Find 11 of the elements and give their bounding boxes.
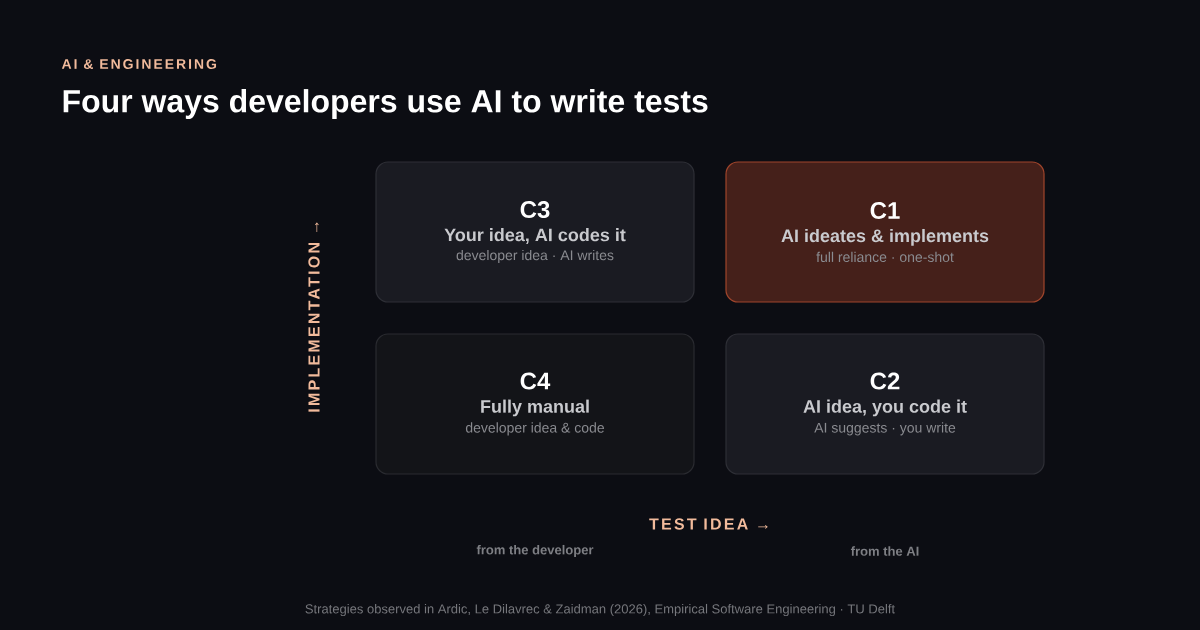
footnote: Strategies observed in Ardic, Le Dilavrec & Zaidman (2026), Empirical Software Engineering · TU Delft <box>305 603 895 617</box>
quadrant-box: C4 Fully manual developer idea & code <box>375 333 695 475</box>
quadrant-box: C2 AI idea, you code it AI suggests · you write <box>725 333 1045 475</box>
axis-end-label: from the AI <box>850 546 919 556</box>
axis-end-label: from the developer <box>476 544 594 558</box>
axis-label: TEST IDEA → <box>649 518 768 530</box>
eyebrow-label: AI & ENGINEERING <box>61 59 217 69</box>
quadrant-box: C3 Your idea, AI codes it developer idea · AI writes <box>375 161 695 303</box>
quadrant-box: C1 AI ideates & implements full reliance · one-shot <box>725 161 1045 303</box>
title: Four ways developers use AI to write tests <box>63 89 708 119</box>
axis-label: IMPLEMENTATION → <box>308 222 320 412</box>
